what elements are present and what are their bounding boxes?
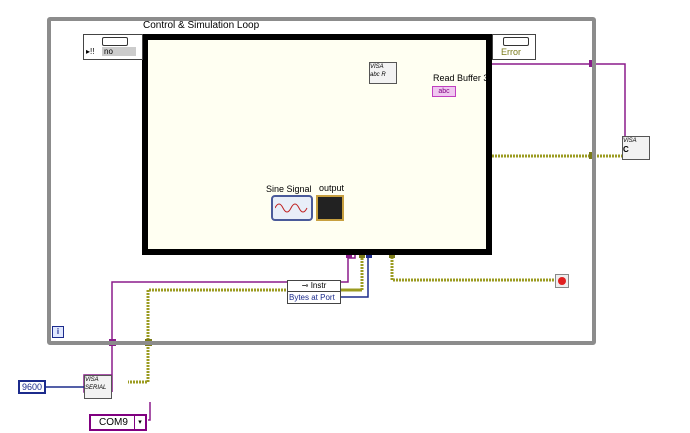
while-loop (47, 17, 596, 345)
tunnel-csl-int (366, 252, 372, 258)
output-label: output (319, 183, 345, 193)
sine-signal-label: Sine Signal (266, 184, 312, 194)
read-buffer-indicator[interactable]: abc (432, 86, 456, 97)
baud-rate-constant[interactable]: 9600 (18, 380, 47, 394)
visa-wire-left (340, 258, 349, 283)
visa-configure-serial-node[interactable]: VISA SERIAL (84, 375, 112, 399)
cluster-icon (102, 37, 128, 46)
error-label: Error (501, 47, 521, 57)
visa-wire-bottom (111, 281, 287, 392)
com-port-constant[interactable]: COM9 ▾ (89, 414, 147, 431)
property-bytes-at-port[interactable]: Bytes at Port (289, 293, 335, 302)
read-buffer-label: Read Buffer 3 (433, 73, 489, 83)
stop-button[interactable] (555, 274, 569, 288)
visa-serial-sub: SERIAL (85, 385, 107, 391)
com-port-value: COM9 (99, 417, 128, 428)
property-class-label: Instr (310, 281, 327, 290)
tunnel-csl-error2 (389, 252, 395, 258)
visa-read-sub: abc (370, 72, 380, 78)
property-class: ⊸ Instr (288, 281, 340, 292)
sine-wave-icon[interactable] (271, 195, 313, 221)
visa-read-r: R (381, 72, 386, 78)
loop-output-node[interactable]: Error (492, 34, 536, 60)
stop-icon (558, 277, 566, 285)
enum-value[interactable]: no (102, 47, 136, 56)
visa-read-title: VISA (370, 64, 384, 70)
loop-title: Control & Simulation Loop (143, 20, 260, 31)
bool-indicator-icon: ▸!! (86, 47, 95, 56)
visa-close-title: VISA (623, 138, 637, 144)
cluster-icon (503, 37, 529, 46)
control-simulation-loop (142, 34, 492, 255)
visa-close-node[interactable]: VISA C (622, 136, 650, 160)
dropdown-icon[interactable]: ▾ (134, 416, 145, 429)
tunnel-csl-error (359, 252, 365, 258)
visa-serial-title: VISA (85, 377, 99, 383)
tunnel-csl-visa (346, 252, 352, 258)
loop-input-node[interactable]: ▸!! no (83, 34, 143, 60)
graph-indicator-icon[interactable] (316, 195, 344, 221)
iteration-terminal: i (52, 326, 64, 338)
visa-read-node[interactable]: VISA abc R (369, 62, 397, 84)
visa-close-c: C (623, 145, 629, 154)
property-node[interactable]: ⊸ Instr Bytes at Port (287, 280, 341, 304)
